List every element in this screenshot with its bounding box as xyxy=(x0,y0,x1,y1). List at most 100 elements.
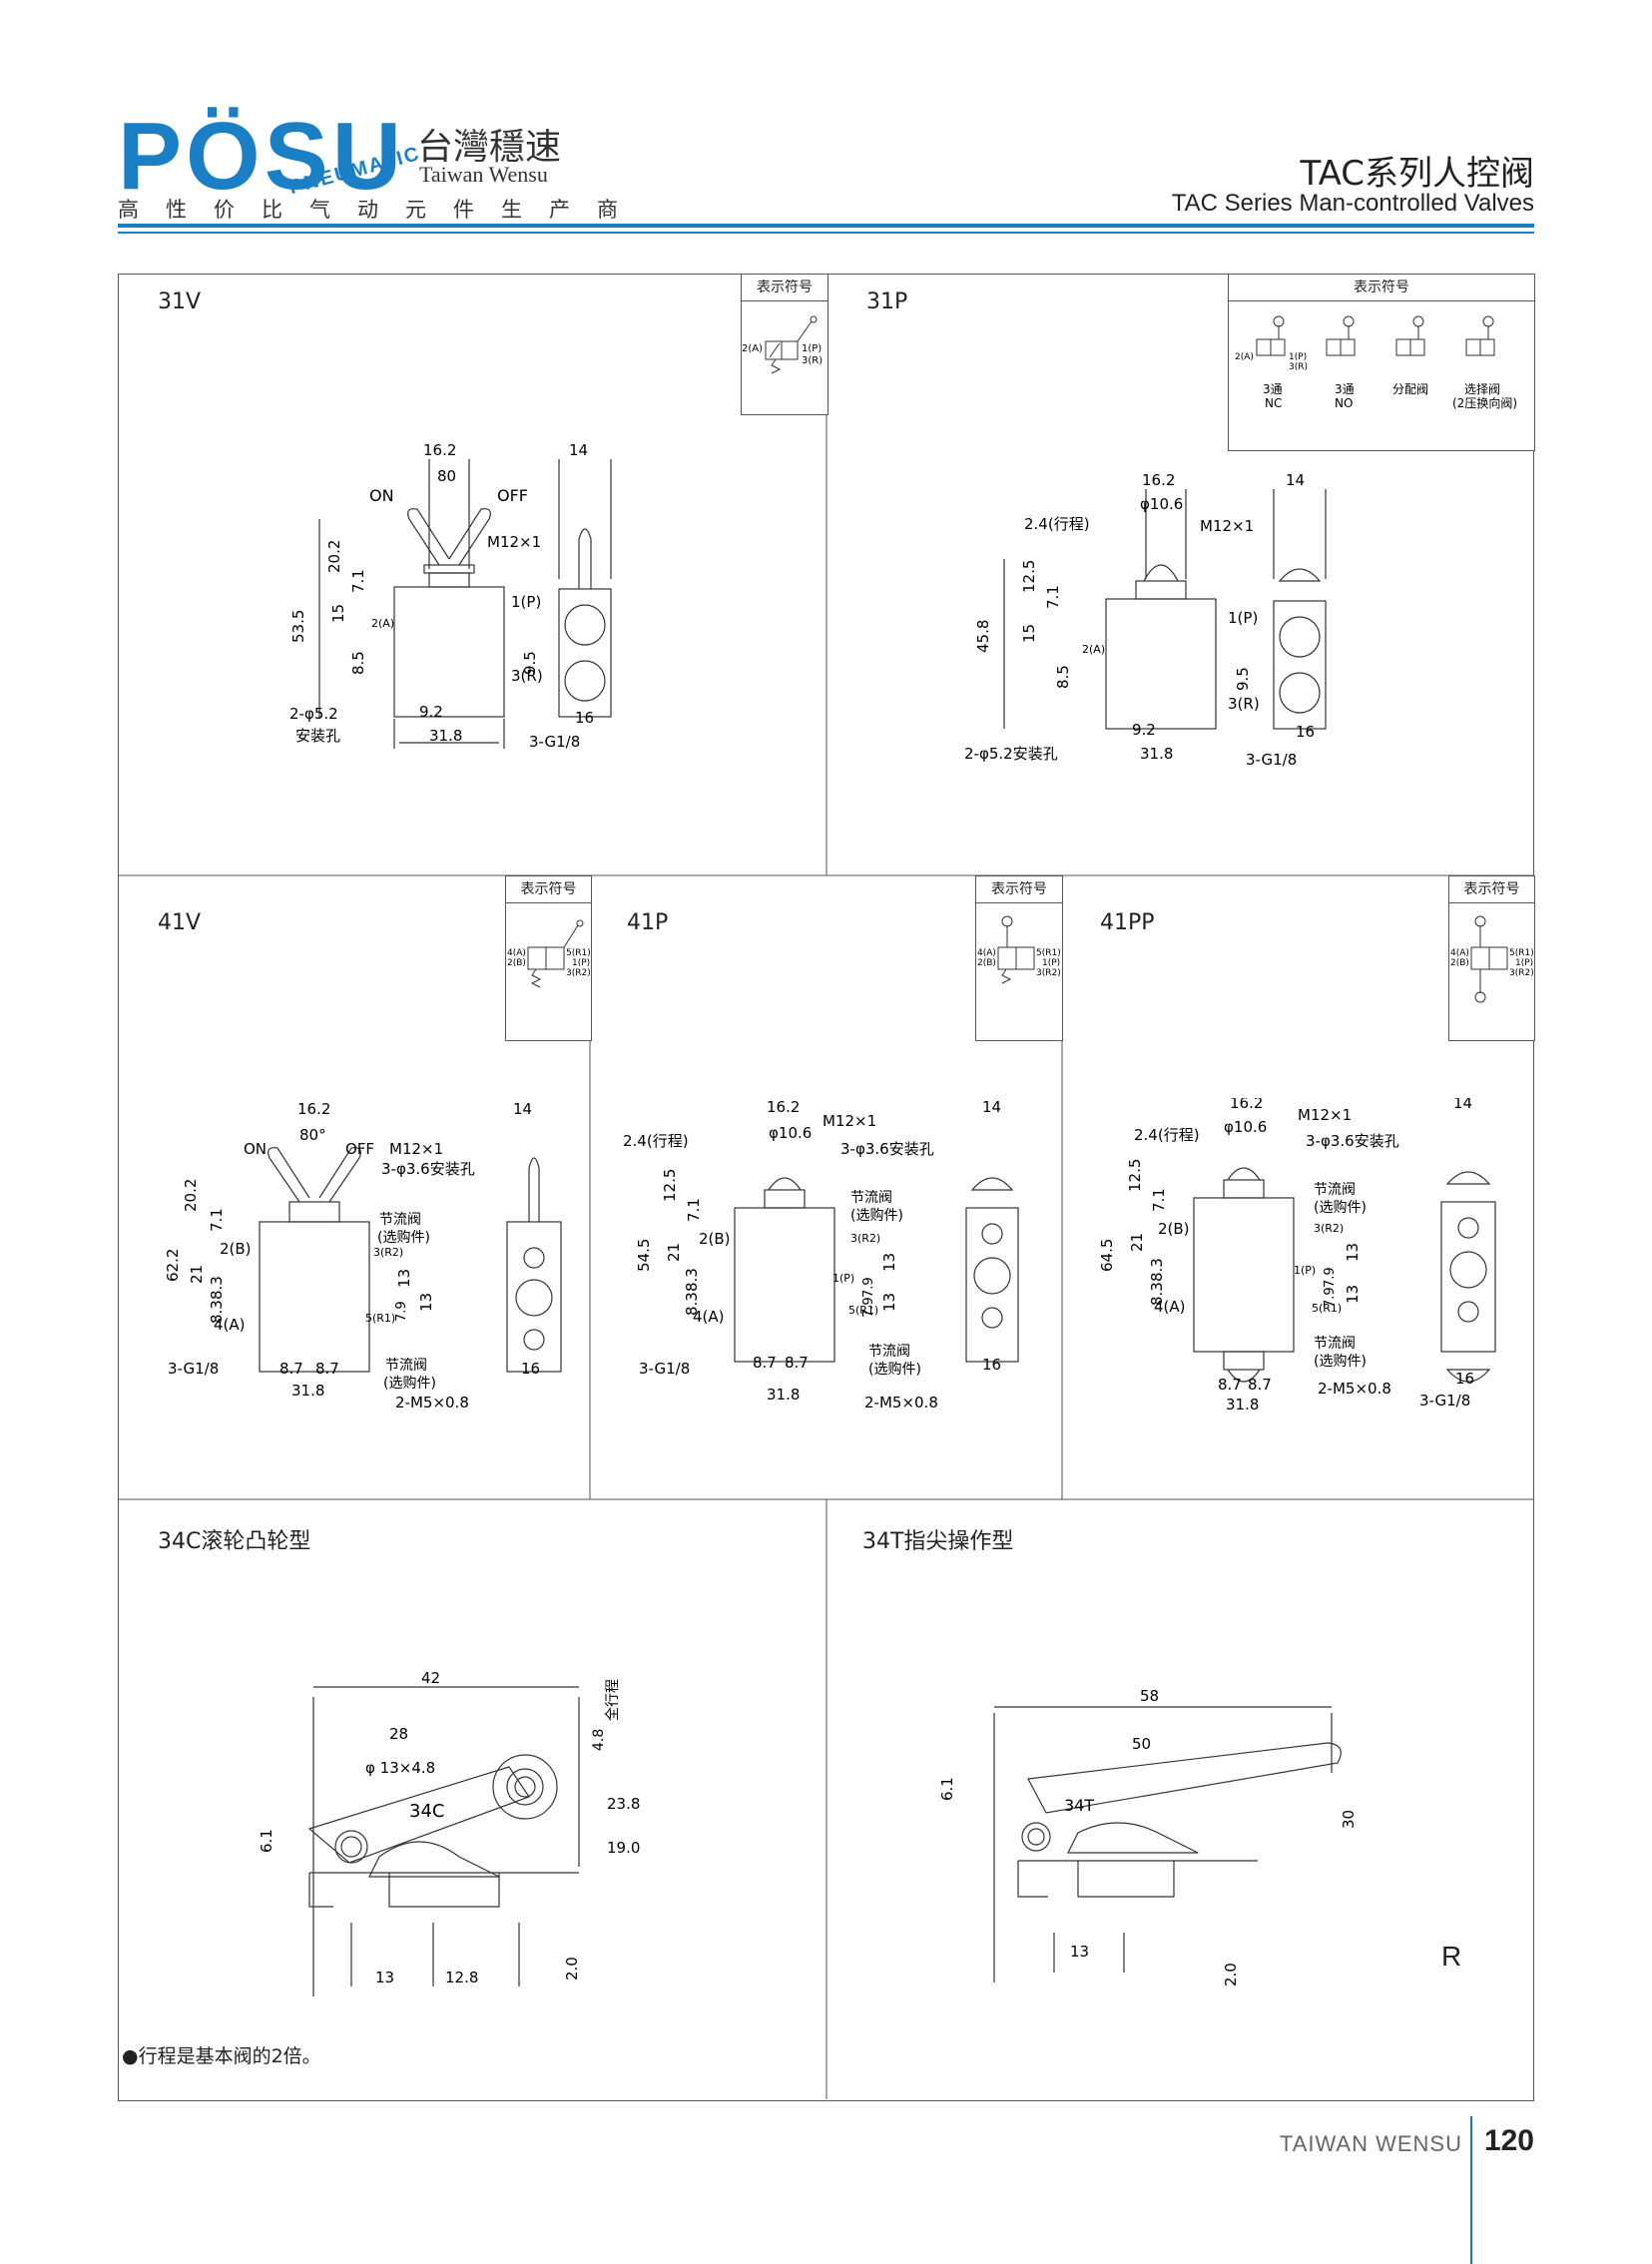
sym-label-r: 3(R) xyxy=(802,355,823,366)
dim-34t-13: 13 xyxy=(1070,1943,1089,1961)
dim-34c-19: 19.0 xyxy=(607,1839,640,1857)
dim-34t-2-0: 2.0 xyxy=(1222,1963,1240,1986)
label-41p-p: 1(P) xyxy=(832,1272,854,1285)
label-41pp-m12: M12×1 xyxy=(1298,1106,1352,1124)
symbol-31v-icon: 2(A) 1(P) 3(R) xyxy=(742,315,823,374)
dim-31v-16: 16 xyxy=(575,709,594,727)
label-41pp-a: 4(A) xyxy=(1154,1298,1186,1316)
dim-31p-10-6: φ10.6 xyxy=(1140,495,1183,513)
label-34t-tag: 34T xyxy=(1064,1796,1094,1815)
brand-latin: PÖSU xyxy=(118,103,406,210)
label-31v-hole: 2-φ5.2 xyxy=(289,705,338,723)
symbol-box-header: 表示符号 xyxy=(976,876,1062,903)
label-41p-throttle: 节流阀 xyxy=(850,1190,892,1206)
label-41v-option: (选购件) xyxy=(377,1230,430,1246)
dim-31p-16-2: 16.2 xyxy=(1142,471,1175,489)
dim-41v-20-2: 20.2 xyxy=(182,1179,200,1212)
symbol-box-31v: 表示符号 2(A) 1(P) 3(R) xyxy=(741,274,828,415)
dim-41p-8-7b: 8.7 xyxy=(785,1354,809,1372)
dim-41v-13: 13 xyxy=(395,1269,413,1288)
label-31v-p: 1(P) xyxy=(511,593,541,611)
dim-41pp-8-7b: 8.7 xyxy=(1248,1376,1272,1394)
sym-31p-sel2: (2压换向阀) xyxy=(1452,395,1517,410)
label-41p-a: 4(A) xyxy=(693,1308,725,1326)
dim-34c-13: 13 xyxy=(375,1969,394,1986)
label-41pp-g18: 3-G1/8 xyxy=(1419,1392,1470,1410)
label-41pp-r1: 5(R1) xyxy=(1312,1302,1342,1315)
dim-41p-7-9b: 7.9 xyxy=(861,1297,876,1318)
dim-31v-9-2: 9.2 xyxy=(419,703,443,721)
sym-41v-r1: 5(R1) xyxy=(566,948,591,958)
drawing-41v: 16.2 80° 14 ON OFF M12×1 3-φ3.6安装孔 节流阀 (… xyxy=(164,1100,562,1412)
sym-31p-no2: NO xyxy=(1335,396,1353,410)
label-31p-g18: 3-G1/8 xyxy=(1246,751,1297,769)
label-31v-a: 2(A) xyxy=(371,617,394,630)
label-41p-option2: (选购件) xyxy=(868,1362,921,1378)
label-31p-a: 2(A) xyxy=(1082,643,1105,656)
label-41p-m12: M12×1 xyxy=(823,1112,876,1130)
label-34c-roller: φ 13×4.8 xyxy=(365,1759,435,1777)
dim-41v-80: 80° xyxy=(299,1126,326,1144)
drawing-34t: 58 50 34T 6.1 30 13 2.0 xyxy=(938,1687,1358,1986)
label-41v-r2: 3(R2) xyxy=(373,1246,403,1259)
label-41v-on: ON xyxy=(244,1140,267,1158)
dim-41pp-13: 13 xyxy=(1344,1243,1362,1262)
dim-41p-14: 14 xyxy=(982,1098,1001,1116)
sym-31p-dist: 分配阀 xyxy=(1392,382,1428,396)
drawing-41pp: 16.2 φ10.6 14 2.4(行程) M12×1 3-φ3.6安装孔 节流… xyxy=(1098,1098,1496,1414)
label-41v-hole: 3-φ3.6安装孔 xyxy=(381,1160,475,1178)
dim-41p-7-1: 7.1 xyxy=(685,1198,703,1222)
dim-41p-31-8: 31.8 xyxy=(767,1386,800,1404)
dim-31p-12-5: 12.5 xyxy=(1020,560,1038,593)
dim-31p-9-2: 9.2 xyxy=(1132,721,1156,739)
label-41pp-stroke: 2.4(行程) xyxy=(1134,1126,1200,1144)
sym-41pp-a: 4(A) xyxy=(1450,948,1469,958)
label-41v-off: OFF xyxy=(345,1140,374,1158)
brand-cn: 台灣穩速 xyxy=(417,127,562,168)
label-31v-hole-cn: 安装孔 xyxy=(295,727,340,745)
drawing-31v: 16.2 80 14 ON OFF M12×1 1(P) 3(R) 2(A) 5… xyxy=(289,441,612,751)
panel-title-31v: 31V xyxy=(158,289,202,314)
dim-34c-28: 28 xyxy=(389,1725,408,1743)
label-41v-m12: M12×1 xyxy=(389,1140,443,1158)
label-41p-g18: 3-G1/8 xyxy=(639,1360,690,1378)
label-41v-g18: 3-G1/8 xyxy=(168,1360,219,1378)
tagline: 高性价比气动元件生产商 xyxy=(118,198,645,222)
dim-41pp-10-6: φ10.6 xyxy=(1224,1118,1267,1136)
dim-41p-54-5: 54.5 xyxy=(635,1239,653,1272)
label-41v-m5: 2-M5×0.8 xyxy=(395,1394,469,1412)
label-41pp-b: 2(B) xyxy=(1158,1220,1190,1238)
dim-41pp-7-1: 7.1 xyxy=(1150,1188,1168,1212)
label-31v-g18: 3-G1/8 xyxy=(529,733,580,751)
dim-34t-6-1: 6.1 xyxy=(938,1777,956,1801)
page-title-cn: TAC系列人控阀 xyxy=(1300,154,1534,194)
dim-34t-58: 58 xyxy=(1140,1687,1159,1705)
dim-41p-21: 21 xyxy=(665,1243,683,1262)
dim-31v-20-2: 20.2 xyxy=(325,540,343,573)
dim-34t-50: 50 xyxy=(1132,1735,1151,1753)
dim-41pp-8-7: 8.7 xyxy=(1218,1376,1242,1394)
label-31p-p: 1(P) xyxy=(1228,609,1258,627)
sym-label-a: 2(A) xyxy=(742,343,763,354)
sym-41p-p: 1(P) xyxy=(1042,958,1060,968)
label-41pp-hole: 3-φ3.6安装孔 xyxy=(1306,1132,1399,1150)
panel-title-41pp: 41PP xyxy=(1100,910,1155,935)
symbol-box-header: 表示符号 xyxy=(506,876,591,903)
sym-41p-b: 2(B) xyxy=(977,958,996,968)
sym-41pp-b: 2(B) xyxy=(1450,958,1469,968)
sym-31p-p: 1(P) xyxy=(1289,352,1307,362)
label-41v-a: 4(A) xyxy=(214,1316,246,1334)
symbol-41p-icon: 4(A) 2(B) 5(R1) 1(P) 3(R2) xyxy=(977,915,1061,984)
dim-31p-15: 15 xyxy=(1020,624,1038,643)
sym-31p-sel: 选择阀 xyxy=(1464,382,1500,396)
drawing-41p: 16.2 φ10.6 14 2.4(行程) M12×1 3-φ3.6安装孔 节流… xyxy=(623,1098,1019,1412)
dim-31v-31-8: 31.8 xyxy=(429,727,462,745)
dim-34c-23-8: 23.8 xyxy=(607,1795,640,1813)
dim-34c-12-8: 12.8 xyxy=(445,1969,478,1986)
dim-41p-8-3b: 8.3 xyxy=(683,1292,701,1316)
label-41p-stroke: 2.4(行程) xyxy=(623,1132,689,1150)
label-41v-option2: (选购件) xyxy=(383,1376,436,1392)
dim-41p-16-2: 16.2 xyxy=(767,1098,800,1116)
dim-41pp-21: 21 xyxy=(1128,1233,1146,1252)
sym-41v-a: 4(A) xyxy=(507,948,526,958)
